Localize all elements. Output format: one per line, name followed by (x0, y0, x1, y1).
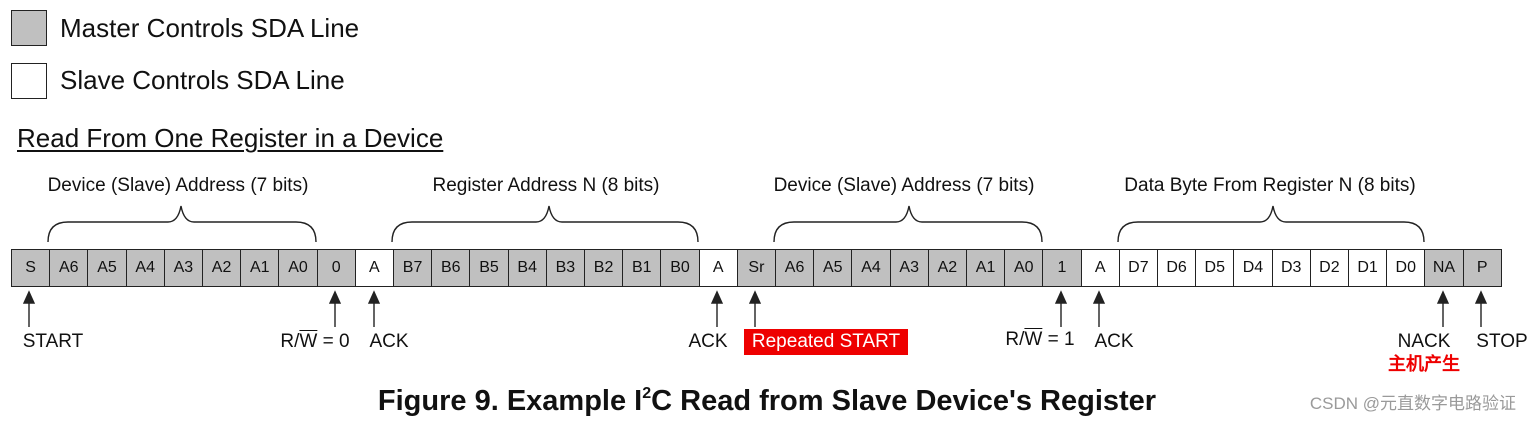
frame-cell: A6 (775, 249, 815, 287)
frame-cell: D5 (1195, 249, 1235, 287)
rw-write-suffix: = 0 (317, 331, 350, 352)
arrow-rw-write (328, 290, 342, 327)
frame-cell: D3 (1271, 249, 1311, 287)
frame-cell: D2 (1309, 249, 1349, 287)
rw-write-prefix: R/ (280, 331, 300, 352)
watermark: CSDN @元直数字电路验证 (1309, 394, 1516, 413)
figure-caption: Figure 9. Example I2C Read from Slave De… (378, 376, 1156, 419)
frame-cell: 0 (316, 249, 356, 287)
rw-read-over: W (1024, 329, 1043, 350)
rw-write-over: W (299, 331, 318, 352)
group-label-device-address-write: Device (Slave) Address (7 bits) (47, 175, 309, 196)
group-label-register-address: Register Address N (8 bits) (432, 175, 660, 196)
label-start: START (22, 331, 84, 352)
frame-cell: B6 (431, 249, 471, 287)
frame-cell: B4 (507, 249, 547, 287)
frame-cell: A (1080, 249, 1120, 287)
label-ack-1: ACK (369, 331, 409, 352)
label-nack: NACK (1397, 331, 1451, 352)
frame-cell: A6 (49, 249, 89, 287)
caption-suffix: C Read from Slave Device's Register (651, 385, 1157, 417)
frame-cell: B5 (469, 249, 509, 287)
frame-cell: A2 (927, 249, 967, 287)
arrow-nack (1436, 290, 1450, 327)
frame-cell: A4 (851, 249, 891, 287)
label-stop: STOP (1476, 331, 1528, 352)
legend-master-label: Master Controls SDA Line (60, 13, 360, 43)
frame-cell: P (1462, 249, 1502, 287)
caption-sup: 2 (642, 385, 652, 402)
group-label-device-address-read: Device (Slave) Address (7 bits) (773, 175, 1035, 196)
brace-device-address-write (47, 205, 317, 243)
label-ack-3: ACK (1094, 331, 1134, 352)
label-rw-read: R/W = 1 (1005, 328, 1074, 352)
legend-master-swatch (11, 10, 47, 46)
brace-register-address (391, 205, 699, 243)
frame-cell: A (698, 249, 738, 287)
arrow-ack-2 (710, 290, 724, 327)
legend-slave-swatch (11, 63, 47, 99)
frame-cell: A0 (1004, 249, 1044, 287)
frame-cell: A1 (966, 249, 1006, 287)
frame-cell: A3 (163, 249, 203, 287)
frame-cell: B7 (393, 249, 433, 287)
arrow-stop (1474, 290, 1488, 327)
arrow-start (22, 290, 36, 327)
frame-cell: B2 (584, 249, 624, 287)
nack-note: 主机产生 (1388, 354, 1460, 374)
frame-cell: D7 (1118, 249, 1158, 287)
rw-read-suffix: = 1 (1042, 329, 1075, 350)
rw-read-prefix: R/ (1005, 329, 1025, 350)
frame-cell: B0 (660, 249, 700, 287)
frame-cell: D4 (1233, 249, 1273, 287)
label-repeated-start: Repeated START (744, 329, 908, 355)
frame-cell: D0 (1386, 249, 1426, 287)
label-rw-write: R/W = 0 (280, 330, 349, 354)
legend-slave-label: Slave Controls SDA Line (60, 65, 345, 95)
frame-cell: B1 (622, 249, 662, 287)
frame-cell: A5 (87, 249, 127, 287)
label-ack-2: ACK (688, 331, 728, 352)
frame-cell: NA (1424, 249, 1464, 287)
arrow-rw-read (1054, 290, 1068, 327)
frame-cell: Sr (736, 249, 776, 287)
frame-cell: A3 (889, 249, 929, 287)
brace-data-byte (1117, 205, 1425, 243)
frame-cell: A2 (202, 249, 242, 287)
frame-cell: B3 (545, 249, 585, 287)
caption-prefix: Figure 9. Example I (377, 385, 643, 417)
frame-cell: D1 (1348, 249, 1388, 287)
arrow-repeated-start (748, 290, 762, 327)
arrow-ack-3 (1092, 290, 1106, 327)
brace-device-address-read (773, 205, 1043, 243)
frame-cell: S (11, 249, 51, 287)
arrow-ack-1 (367, 290, 381, 327)
frame-cell: A4 (125, 249, 165, 287)
group-label-data-byte: Data Byte From Register N (8 bits) (1124, 175, 1416, 196)
frame-cell: A5 (813, 249, 853, 287)
diagram-heading: Read From One Register in a Device (17, 123, 444, 153)
frame-cell: A1 (240, 249, 280, 287)
frame-cell: A0 (278, 249, 318, 287)
frame-cell: D6 (1157, 249, 1197, 287)
frame-cell: A (354, 249, 394, 287)
frame-cell: 1 (1042, 249, 1082, 287)
